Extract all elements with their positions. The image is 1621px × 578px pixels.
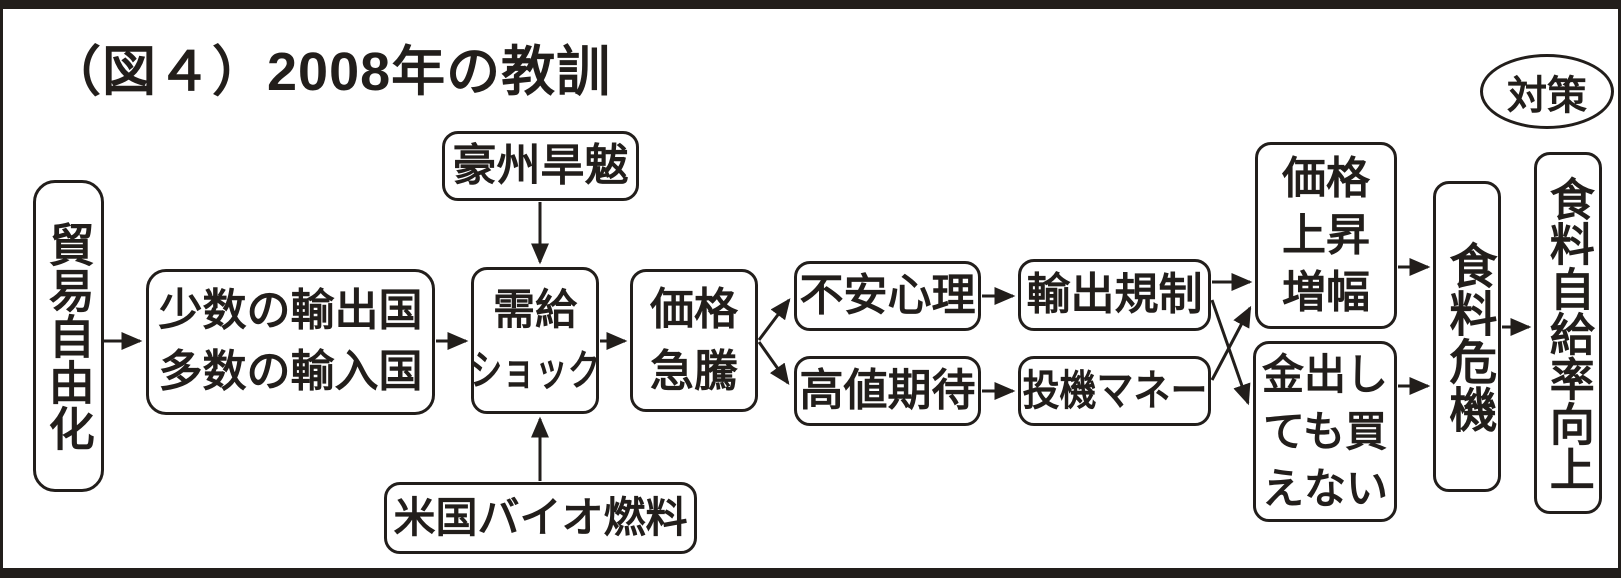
countermeasures-badge: 対策 bbox=[1480, 54, 1614, 129]
node-food-crisis-label: 食料危機 bbox=[1441, 240, 1495, 433]
node-price-rise-amplification-line3: 増幅 bbox=[1282, 268, 1370, 318]
arrow-speculative-money-to-amplification bbox=[1210, 305, 1252, 381]
node-supply-demand-shock: 需給 ショック bbox=[469, 267, 601, 414]
arrow-export-restrictions-to-cannot-buy bbox=[1210, 299, 1251, 406]
node-australian-drought: 豪州旱魃 bbox=[442, 131, 639, 201]
node-us-biofuel-label: 米国バイオ燃料 bbox=[393, 493, 688, 541]
node-trade-liberalization: 貿易自由化 bbox=[33, 180, 104, 492]
node-export-restrictions: 輸出規制 bbox=[1018, 259, 1211, 331]
node-few-exporters-many-importers: 少数の輸出国 多数の輸入国 bbox=[146, 269, 435, 415]
node-supply-demand-shock-line1: 需給 bbox=[492, 285, 577, 333]
node-speculative-money-label: 投機マネー bbox=[1022, 366, 1207, 414]
node-cannot-buy-line2: ても買 bbox=[1263, 407, 1387, 455]
figure-title: （図４）2008年の教訓 bbox=[47, 42, 612, 102]
node-us-biofuel: 米国バイオ燃料 bbox=[384, 482, 697, 554]
node-anxiety: 不安心理 bbox=[794, 261, 981, 331]
node-food-self-sufficiency-label: 食料自給率向上 bbox=[1542, 175, 1594, 491]
node-price-rise-amplification-line2: 上昇 bbox=[1282, 210, 1370, 260]
node-price-surge: 価格 急騰 bbox=[630, 269, 758, 412]
node-food-self-sufficiency-improvement: 食料自給率向上 bbox=[1534, 152, 1602, 514]
node-australian-drought-label: 豪州旱魃 bbox=[452, 140, 629, 190]
node-price-surge-line1: 価格 bbox=[650, 284, 738, 334]
node-supply-demand-shock-line2: ショック bbox=[469, 346, 601, 394]
node-cannot-buy-line3: えない bbox=[1261, 465, 1388, 513]
node-food-crisis: 食料危機 bbox=[1433, 181, 1501, 492]
node-anxiety-label: 不安心理 bbox=[799, 270, 976, 320]
node-price-surge-line2: 急騰 bbox=[650, 346, 738, 396]
node-trade-liberalization-label: 貿易自由化 bbox=[42, 221, 95, 451]
countermeasures-badge-label: 対策 bbox=[1507, 73, 1587, 118]
arrow-price-surge-to-anxiety bbox=[757, 298, 791, 341]
arrow-price-surge-to-expectation bbox=[757, 341, 790, 385]
node-few-exporters-line2: 多数の輸入国 bbox=[158, 347, 423, 396]
node-cannot-buy-even-with-money: 金出し ても買 えない bbox=[1253, 341, 1397, 522]
node-price-rise-amplification: 価格 上昇 増幅 bbox=[1255, 142, 1397, 329]
node-export-restrictions-label: 輸出規制 bbox=[1026, 269, 1203, 319]
node-high-price-expectation-label: 高値期待 bbox=[799, 365, 976, 415]
node-price-rise-amplification-line1: 価格 bbox=[1282, 153, 1370, 203]
node-few-exporters-line1: 少数の輸出国 bbox=[158, 286, 423, 336]
node-high-price-expectation: 高値期待 bbox=[794, 356, 981, 426]
node-speculative-money: 投機マネー bbox=[1018, 356, 1211, 426]
node-cannot-buy-line1: 金出し bbox=[1261, 350, 1388, 398]
